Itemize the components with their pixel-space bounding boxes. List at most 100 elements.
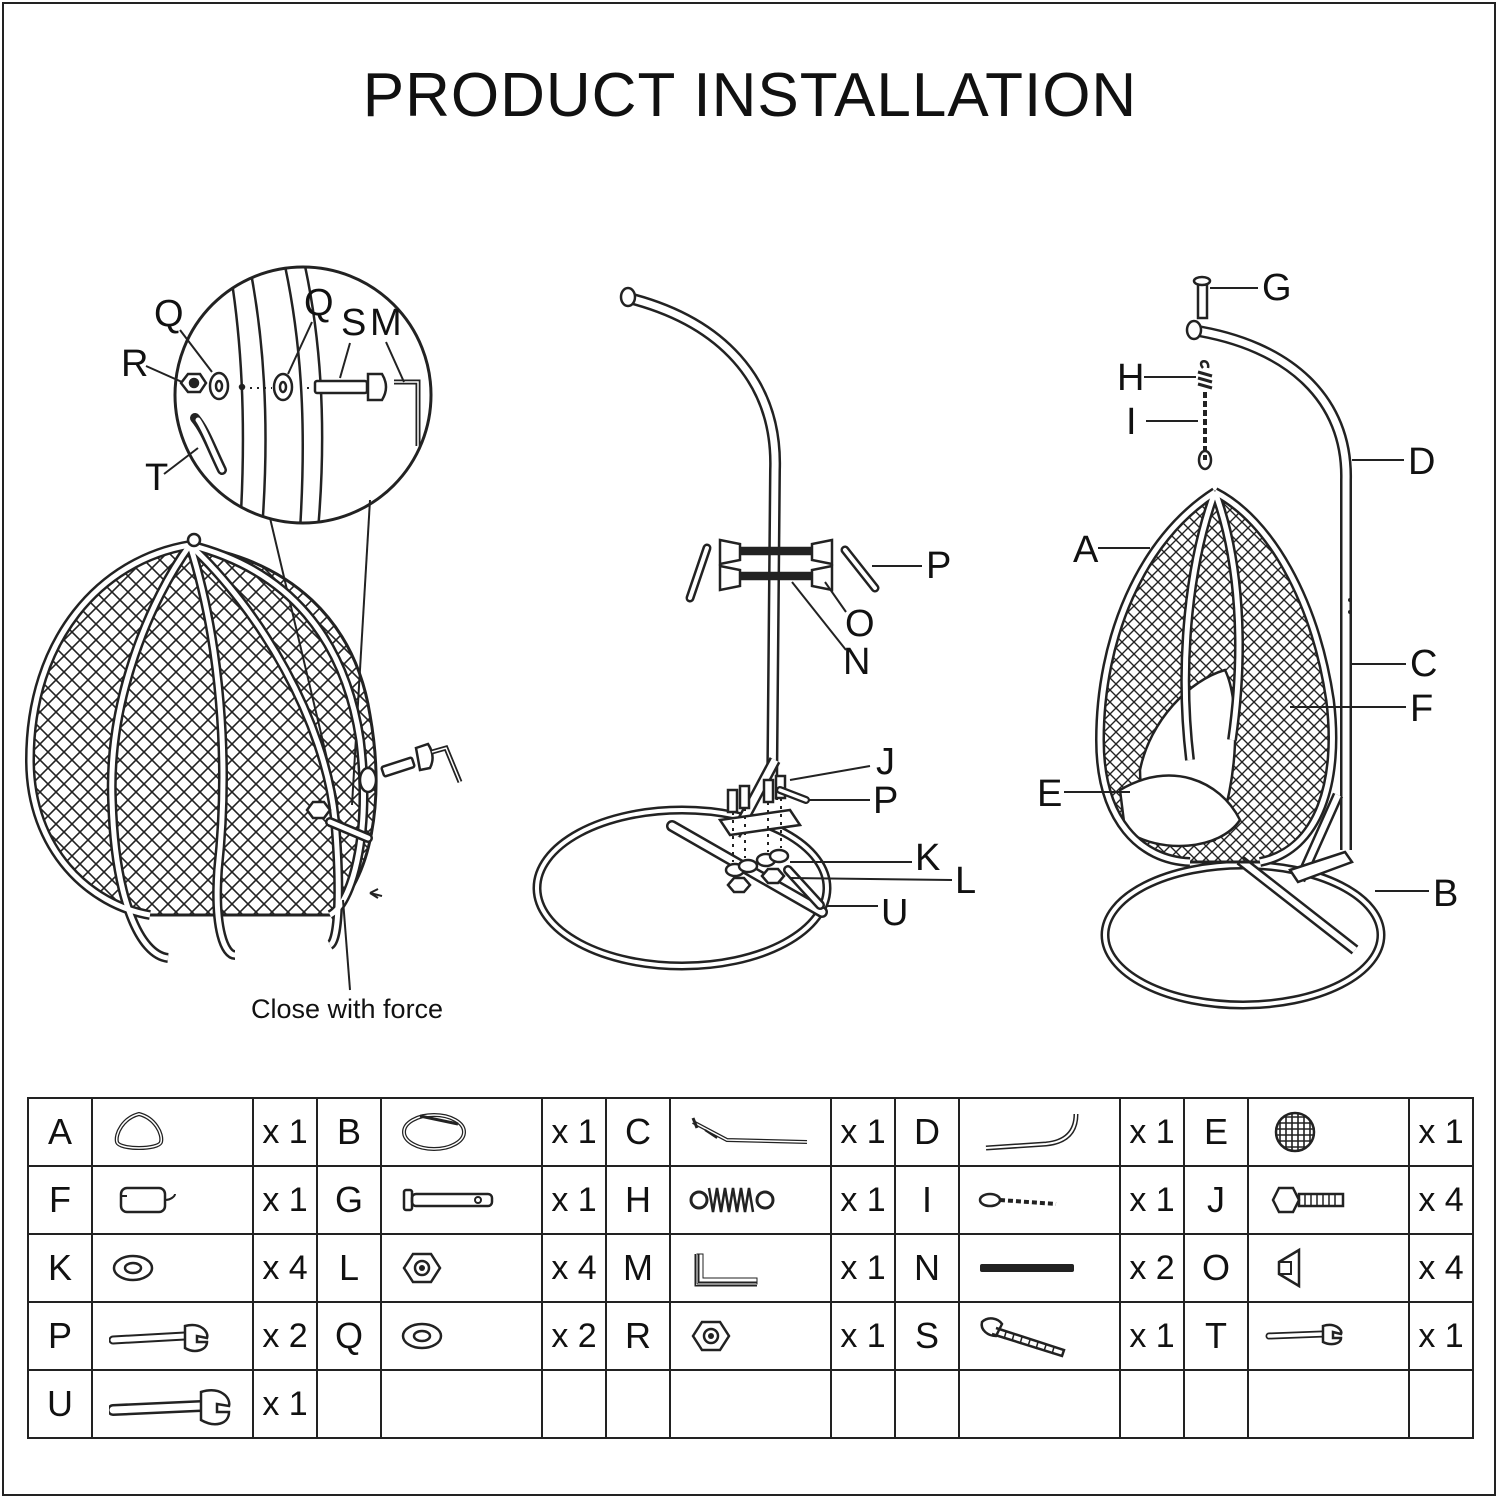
clamp-block-icon	[1277, 1247, 1300, 1289]
part-letter	[1183, 1369, 1249, 1439]
callout-l: L	[955, 860, 976, 902]
empty-cell	[958, 1369, 1121, 1439]
part-letter: F	[27, 1165, 93, 1235]
part-quantity: x 1	[1119, 1097, 1185, 1167]
part-quantity: x 1	[830, 1233, 896, 1303]
curved-pole-icon	[985, 1113, 1078, 1151]
hex-nut-icon	[669, 1301, 832, 1371]
part-letter: B	[316, 1097, 382, 1167]
part-quantity: x 1	[1119, 1165, 1185, 1235]
callout-g: G	[1262, 267, 1292, 309]
part-quantity: x 1	[252, 1097, 318, 1167]
callout-u: U	[881, 892, 908, 934]
step1-assembly: Q Q S M R T Close with force	[25, 265, 463, 1024]
pillow-icon	[119, 1186, 176, 1214]
callout-k: K	[915, 837, 940, 879]
egg-frame-icon	[114, 1111, 163, 1150]
callout-c: C	[1410, 643, 1437, 685]
callout-t: T	[145, 457, 168, 499]
part-letter: H	[605, 1165, 671, 1235]
callout-j: J	[876, 741, 895, 783]
small-wrench-icon	[1265, 1323, 1343, 1346]
close-with-force-note: Close with force	[251, 994, 443, 1024]
wrench-icon	[91, 1301, 254, 1371]
empty-cell	[669, 1369, 832, 1439]
screw-icon	[958, 1301, 1121, 1371]
part-quantity: x 1	[830, 1097, 896, 1167]
large-wrench-icon	[91, 1369, 254, 1439]
washer-icon	[112, 1254, 153, 1282]
callout-i: I	[1126, 401, 1137, 443]
part-letter: K	[27, 1233, 93, 1303]
part-quantity: x 1	[252, 1369, 318, 1439]
part-letter: N	[894, 1233, 960, 1303]
base-bar-icon	[669, 1097, 832, 1167]
chain-icon	[978, 1192, 1056, 1208]
screw-icon	[979, 1317, 1066, 1358]
part-letter: O	[1183, 1233, 1249, 1303]
callout-s: S	[341, 302, 366, 344]
curved-pole-icon	[958, 1097, 1121, 1167]
threaded-rod-icon	[958, 1233, 1121, 1303]
threaded-rod-icon	[979, 1264, 1074, 1272]
step3-assembly: G H I D A C F E B	[1037, 267, 1458, 1010]
pin-icon	[380, 1165, 543, 1235]
callout-p1: P	[926, 545, 951, 587]
part-letter: J	[1183, 1165, 1249, 1235]
empty-cell	[380, 1369, 543, 1439]
step2-assembly: P O N J P K L U	[532, 286, 976, 971]
mesh-cushion-icon	[1247, 1097, 1410, 1167]
callout-r: R	[121, 343, 148, 385]
part-quantity: x 1	[1119, 1301, 1185, 1371]
washer-icon	[91, 1233, 254, 1303]
spring-icon	[669, 1165, 832, 1235]
callout-e: E	[1037, 773, 1062, 815]
callout-f: F	[1410, 688, 1433, 730]
part-letter: U	[27, 1369, 93, 1439]
part-quantity: x 1	[1408, 1097, 1474, 1167]
small-wrench-icon	[1247, 1301, 1410, 1371]
callout-q2: Q	[304, 282, 334, 324]
callout-d: D	[1408, 441, 1435, 483]
allen-key-icon	[694, 1253, 757, 1287]
egg-frame-icon	[91, 1097, 254, 1167]
callout-m: M	[370, 302, 402, 344]
callout-b: B	[1433, 873, 1458, 915]
part-quantity: x 4	[1408, 1165, 1474, 1235]
part-quantity	[1119, 1369, 1185, 1439]
part-letter: C	[605, 1097, 671, 1167]
part-quantity: x 4	[1408, 1233, 1474, 1303]
part-letter: L	[316, 1233, 382, 1303]
part-letter	[316, 1369, 382, 1439]
callout-o: O	[845, 603, 875, 645]
part-quantity: x 1	[541, 1165, 607, 1235]
part-letter: M	[605, 1233, 671, 1303]
part-quantity: x 1	[1408, 1301, 1474, 1371]
part-letter: A	[27, 1097, 93, 1167]
part-quantity: x 2	[1119, 1233, 1185, 1303]
cushion	[1118, 774, 1242, 848]
pillow-icon	[91, 1165, 254, 1235]
part-letter: D	[894, 1097, 960, 1167]
part-letter	[894, 1369, 960, 1439]
callout-h: H	[1117, 357, 1144, 399]
part-quantity	[541, 1369, 607, 1439]
callout-q1: Q	[154, 293, 184, 335]
part-quantity: x 1	[830, 1165, 896, 1235]
page-title: PRODUCT INSTALLATION	[362, 61, 1138, 130]
ring-base-icon	[401, 1113, 466, 1151]
screw-icon	[313, 379, 369, 395]
part-letter: I	[894, 1165, 960, 1235]
chain-icon	[958, 1165, 1121, 1235]
part-quantity: x 1	[830, 1301, 896, 1371]
callout-n: N	[843, 641, 870, 683]
wrench-icon	[108, 1323, 209, 1353]
part-letter	[605, 1369, 671, 1439]
part-quantity: x 2	[541, 1301, 607, 1371]
base-bar-icon	[691, 1117, 807, 1144]
